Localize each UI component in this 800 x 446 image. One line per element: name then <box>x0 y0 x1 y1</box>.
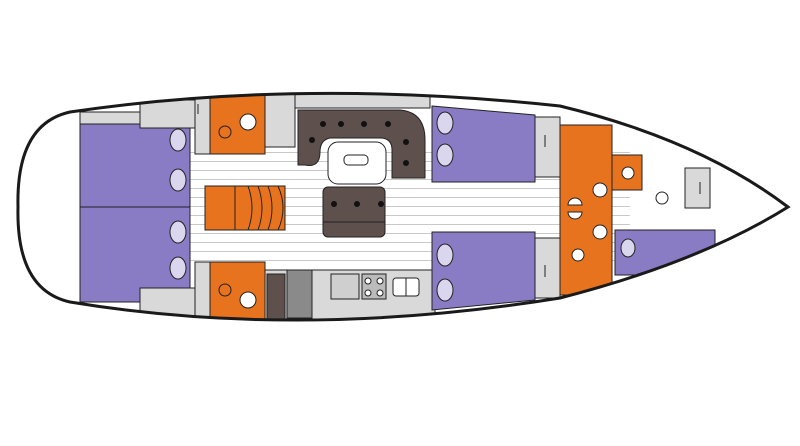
fridge <box>266 273 286 321</box>
toilet-icon <box>621 166 635 180</box>
sink-icon <box>218 283 232 297</box>
sink-icon <box>330 273 360 300</box>
companionway-steps-icon <box>204 185 286 231</box>
fitting <box>655 191 669 205</box>
forward-head <box>559 124 613 296</box>
stove-icon <box>361 273 387 300</box>
cushion-buttons <box>309 121 409 166</box>
hanging-locker <box>534 237 561 299</box>
toilet-icon <box>592 182 608 198</box>
table-leaf <box>343 154 369 166</box>
wardrobe <box>194 261 211 321</box>
aft-locker-top <box>139 99 196 129</box>
hanger-icon <box>197 104 701 277</box>
saloon-bench <box>322 186 386 238</box>
toilet-icon <box>239 113 257 131</box>
toilet-icon <box>239 291 257 309</box>
galley-locker <box>286 269 313 319</box>
aft-head-bottom <box>209 261 266 321</box>
toilet-icon <box>571 248 585 262</box>
saloon-shelf <box>294 93 431 109</box>
aft-berth-starboard <box>79 206 191 303</box>
aft-storage <box>79 111 141 125</box>
wardrobe <box>194 93 211 155</box>
hanging-locker <box>264 93 296 148</box>
pillow-icon <box>169 111 636 302</box>
aft-head-top <box>209 93 266 155</box>
sink-icon <box>567 197 583 220</box>
hanging-locker <box>534 116 561 178</box>
double-sink-icon <box>392 277 420 297</box>
forward-head-annex <box>611 154 643 191</box>
mid-berth-starboard <box>431 231 536 311</box>
toilet-icon <box>592 224 608 240</box>
chain-locker <box>684 167 711 209</box>
hull-outline <box>16 91 791 322</box>
sink-icon <box>218 125 232 139</box>
mid-berth-port <box>431 105 536 183</box>
saloon-settee <box>297 109 426 179</box>
